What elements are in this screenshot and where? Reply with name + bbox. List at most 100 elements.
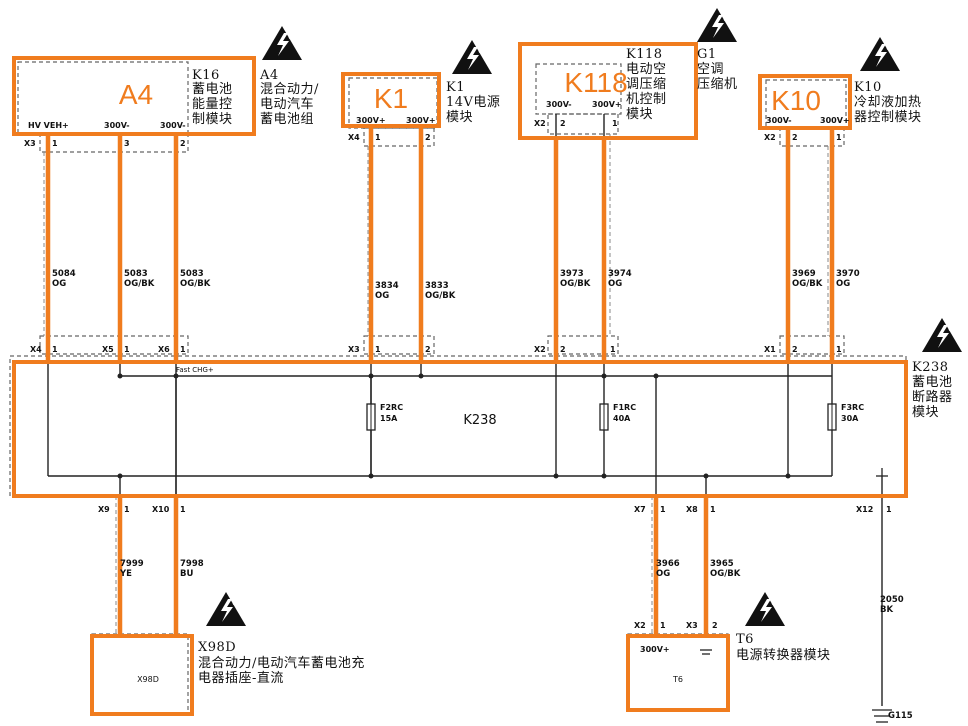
wire-circuit: 5083 bbox=[180, 269, 204, 279]
k238-highlight bbox=[12, 360, 908, 498]
k10-description: 冷却液加热 器控制模块 bbox=[854, 95, 922, 125]
fuse-f2rc bbox=[366, 403, 376, 431]
x98d-inner-label: X98D bbox=[137, 675, 159, 684]
k238-pin-num: 1 bbox=[710, 505, 716, 514]
k118-pin-num: 1 bbox=[612, 119, 618, 128]
wire-circuit: 2050 bbox=[880, 595, 904, 605]
k118-highlight bbox=[518, 42, 698, 140]
k118-id: K118 bbox=[564, 67, 627, 98]
k238-connector: X10 bbox=[152, 505, 170, 514]
wire-color: OG bbox=[608, 279, 622, 289]
k16-code: K16 bbox=[192, 68, 220, 83]
k1-pin-label: 300V+ bbox=[356, 116, 386, 125]
k118-pin-num: 2 bbox=[560, 119, 566, 128]
k238-pin-num: 2 bbox=[560, 345, 566, 354]
high-voltage-warning-icon bbox=[206, 592, 246, 626]
k10-pin-label: 300V+ bbox=[820, 116, 850, 125]
wire-circuit: 3834 bbox=[375, 281, 399, 291]
k10-pin-num: 1 bbox=[836, 133, 842, 142]
fuse-f1rc bbox=[599, 403, 609, 431]
x98d-highlight bbox=[90, 634, 194, 716]
a4-description: 混合动力/ 电动汽车 蓄电池组 bbox=[260, 82, 319, 127]
k1-code: K1 bbox=[446, 80, 465, 95]
t6-connector: X3 bbox=[686, 621, 698, 630]
wire-color: BK bbox=[880, 605, 893, 615]
a4-id: A4 bbox=[119, 79, 153, 110]
k118-description: 电动空 调压缩 机控制 模块 bbox=[626, 62, 667, 122]
high-voltage-warning-icon bbox=[745, 592, 785, 626]
high-voltage-warning-icon bbox=[262, 26, 302, 60]
k238-connector: X12 bbox=[856, 505, 873, 514]
wire-color: OG/BK bbox=[792, 279, 823, 289]
k1-pin-num: 1 bbox=[375, 133, 381, 142]
a4-pin-label: 300V- bbox=[104, 121, 130, 130]
wire-color: OG bbox=[375, 291, 389, 301]
wire-circuit: 3973 bbox=[560, 269, 584, 279]
k238-pin-num: 1 bbox=[660, 505, 666, 514]
wire-color: OG bbox=[836, 279, 850, 289]
wire-circuit: 3969 bbox=[792, 269, 816, 279]
k238-connector: X2 bbox=[534, 345, 546, 354]
ground-label: G115 bbox=[888, 711, 913, 721]
k238-pin-num: 1 bbox=[52, 345, 58, 354]
wire-color: OG/BK bbox=[710, 569, 741, 579]
high-voltage-warning-icon bbox=[452, 40, 492, 74]
t6-pin-num: 1 bbox=[660, 621, 666, 630]
fuse-name: F2RC bbox=[380, 403, 403, 412]
g1-code: G1 bbox=[697, 47, 717, 62]
k238-pin-num: 1 bbox=[836, 345, 842, 354]
t6-inner-label: T6 bbox=[672, 675, 683, 684]
k238-pin-num: 1 bbox=[375, 345, 381, 354]
wire-circuit: 5084 bbox=[52, 269, 76, 279]
fuse-rating: 15A bbox=[380, 414, 398, 423]
t6-code: T6 bbox=[736, 632, 754, 647]
k238-connector: X1 bbox=[764, 345, 776, 354]
k118-code: K118 bbox=[626, 47, 663, 62]
fuse-name: F1RC bbox=[613, 403, 636, 412]
high-voltage-warning-icon bbox=[860, 37, 900, 71]
k10-code: K10 bbox=[854, 80, 882, 95]
t6-pin-label: 300V+ bbox=[640, 645, 670, 654]
wire-circuit: 3974 bbox=[608, 269, 632, 279]
k1-highlight bbox=[341, 72, 441, 128]
a4-highlight bbox=[12, 56, 256, 136]
k238-pin-num: 2 bbox=[425, 345, 431, 354]
k118-connector: X2 bbox=[534, 119, 546, 128]
k1-connector: X4 bbox=[348, 133, 360, 142]
k118-pin-label: 300V+ bbox=[592, 100, 622, 109]
wire-color: OG/BK bbox=[560, 279, 591, 289]
fuse-f3rc bbox=[827, 403, 837, 431]
k10-id: K10 bbox=[771, 85, 821, 116]
k238-pin-num: 1 bbox=[180, 505, 186, 514]
k238-connector: X8 bbox=[686, 505, 698, 514]
k1-description: 14V电源 模块 bbox=[446, 95, 501, 125]
g1-description: 空调 压缩机 bbox=[697, 62, 738, 92]
k238-connector: X7 bbox=[634, 505, 646, 514]
k16-description: 蓄电池 能量控 制模块 bbox=[192, 82, 233, 127]
wire-circuit: 7999 bbox=[120, 559, 144, 569]
t6-connector: X2 bbox=[634, 621, 646, 630]
fuse-name: F3RC bbox=[841, 403, 864, 412]
t6-description: 电源转换器模块 bbox=[736, 648, 831, 663]
x98d-code: X98D bbox=[198, 640, 237, 655]
k10-highlight bbox=[758, 74, 852, 130]
a4-connector: X3 bbox=[24, 139, 36, 148]
a4-pin-label: HV VEH+ bbox=[28, 121, 69, 130]
k238-pin-num: 1 bbox=[610, 345, 616, 354]
k10-connector: X2 bbox=[764, 133, 776, 142]
fuse-rating: 40A bbox=[613, 414, 631, 423]
t6-pin-num: 2 bbox=[712, 621, 718, 630]
k238-connector: X4 bbox=[30, 345, 42, 354]
k10-pin-label: 300V- bbox=[766, 116, 792, 125]
wire-color: OG/BK bbox=[180, 279, 211, 289]
high-voltage-warning-icon bbox=[922, 318, 962, 352]
k1-pin-num: 2 bbox=[425, 133, 431, 142]
k118-pin-label: 300V- bbox=[546, 100, 572, 109]
k238-connector: X5 bbox=[102, 345, 114, 354]
x98d-description: 混合动力/电动汽车蓄电池充 电器插座-直流 bbox=[198, 656, 365, 686]
a4-pin-num: 1 bbox=[52, 139, 58, 148]
k238-description: 蓄电池 断路器 模块 bbox=[912, 375, 953, 420]
highlighted-wires bbox=[45, 126, 835, 636]
k238-pin-num: 1 bbox=[180, 345, 186, 354]
